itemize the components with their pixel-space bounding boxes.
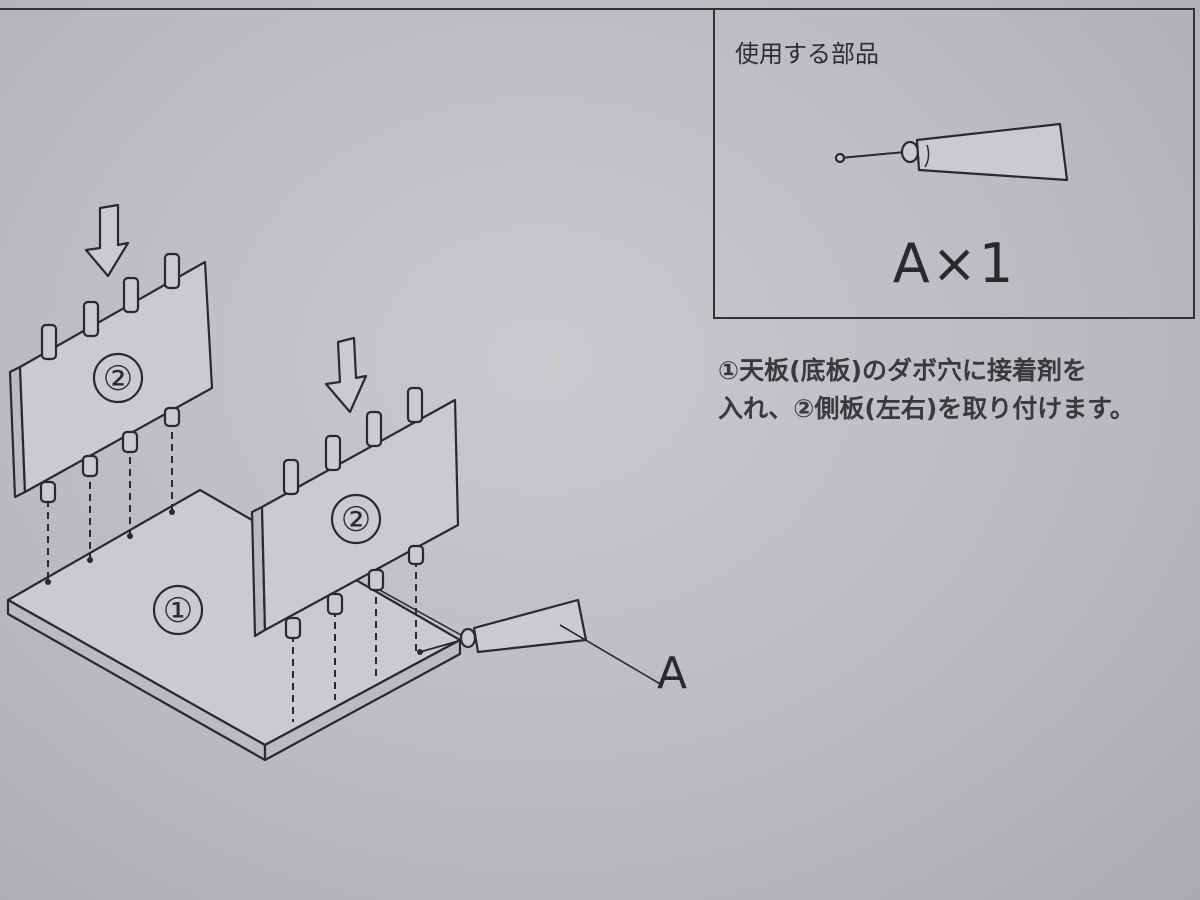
glue-bottle-icon [834,122,1069,182]
left-panel-top-dowels [40,252,181,361]
instruction-line-1: ①天板(底板)のダボ穴に接着剤を [718,356,1088,385]
down-arrow-icon [324,336,368,414]
left-panel-bottom-dowels [39,406,181,504]
glue-label: A [657,648,688,699]
glue-bottle-icon [417,598,663,686]
frame-top-border [0,8,713,10]
parts-used-box: 使用する部品 A×1 [713,8,1195,319]
right-panel-bottom-dowels [284,544,425,640]
base-board-label: ① [163,591,193,631]
left-side-panel: ② [8,252,214,504]
right-panel-label: ② [341,500,371,540]
down-arrow-icon [84,203,130,278]
instruction-line-2: 入れ、②側板(左右)を取り付けます。 [718,394,1135,423]
left-panel-label: ② [103,359,133,399]
parts-used-title: 使用する部品 [735,40,879,68]
right-side-panel: ② [250,386,460,640]
left-dowel-guides [45,420,175,585]
right-dowel-guides [292,560,471,722]
part-quantity: A×1 [892,232,1016,295]
base-board: ① [6,488,462,762]
instruction-text: ①天板(底板)のダボ穴に接着剤を入れ、②側板(左右)を取り付けます。 [718,352,1135,428]
right-panel-top-dowels [282,386,424,496]
